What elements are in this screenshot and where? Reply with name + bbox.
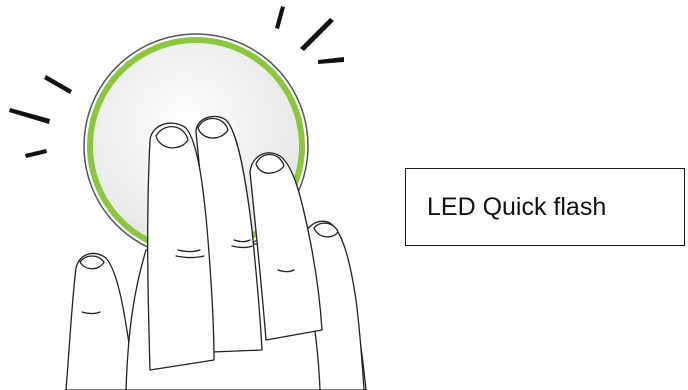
flash-mark [9,108,50,124]
flash-mark [300,18,334,51]
flash-mark [275,6,285,29]
flash-mark [318,57,344,64]
thumb [66,253,134,390]
thumb-nail [80,256,104,269]
hand-pressing-button-illustration [0,0,400,390]
led-status-label-box: LED Quick flash [405,168,685,246]
led-status-label: LED Quick flash [427,193,606,222]
flash-mark [25,149,47,158]
flash-mark [44,75,72,94]
